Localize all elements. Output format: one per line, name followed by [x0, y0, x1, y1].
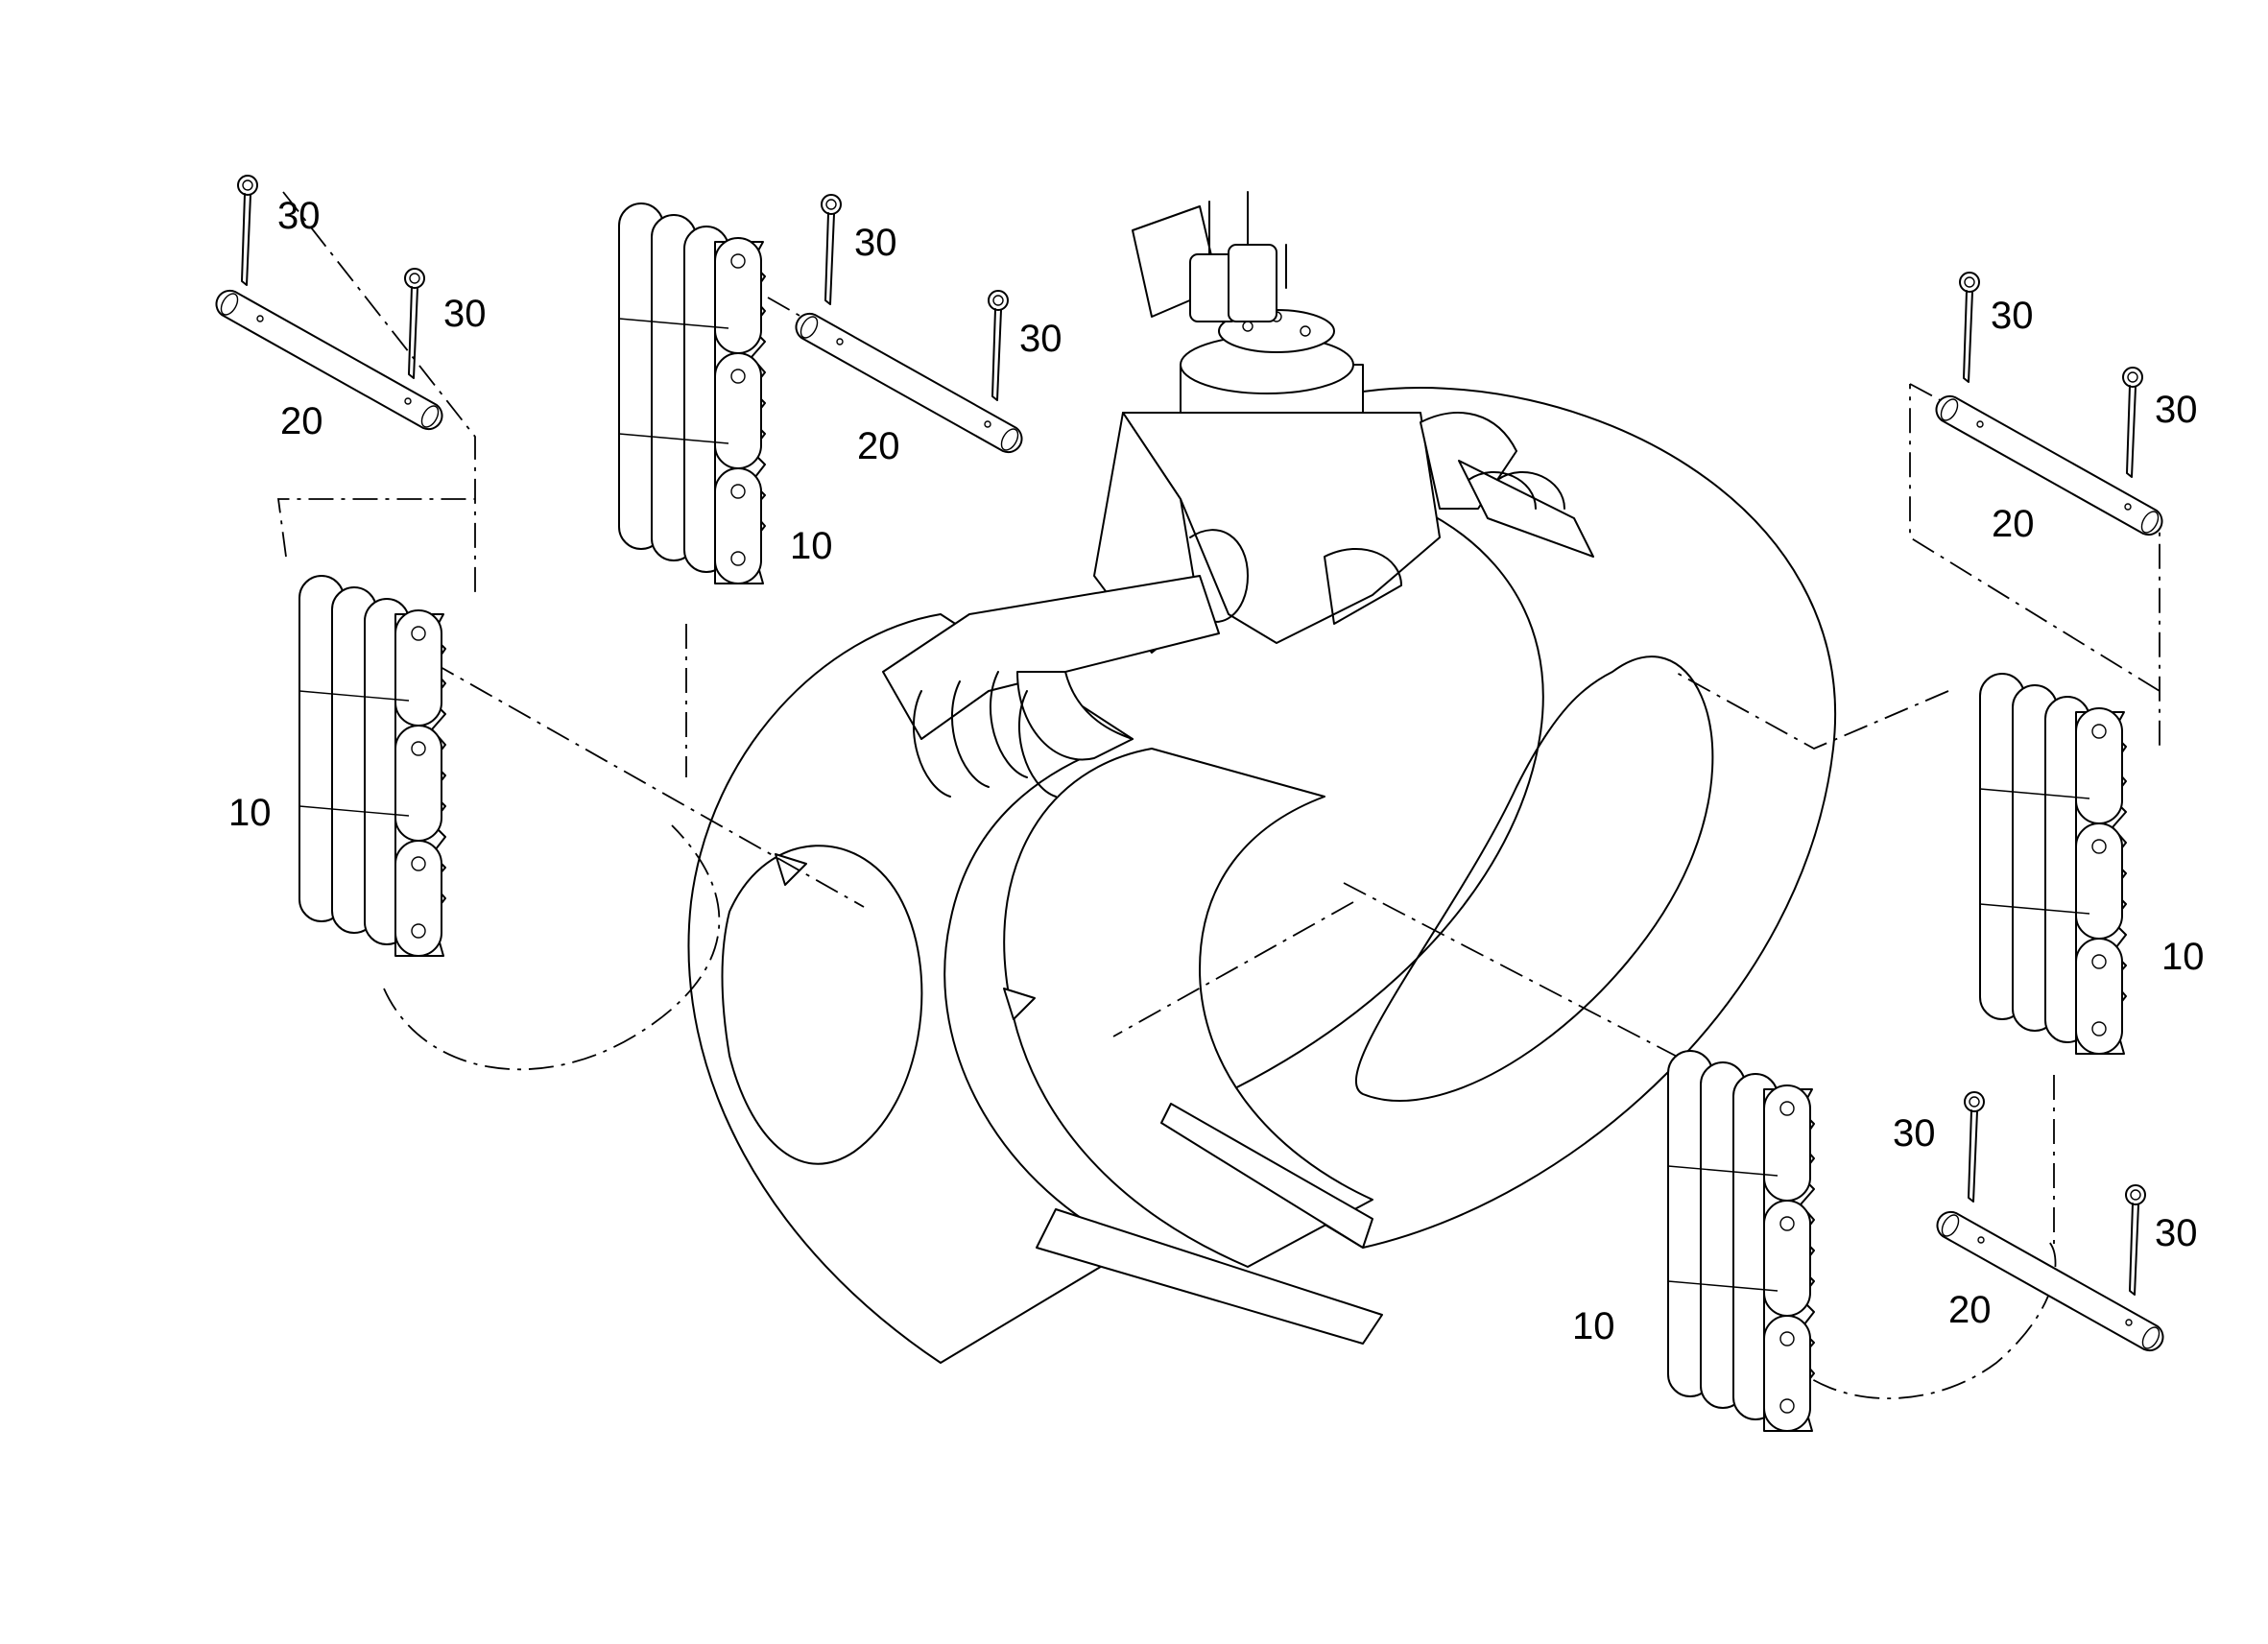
callout-20: 20: [1948, 1289, 1992, 1331]
cotter-pin-part-30-c: [821, 194, 842, 305]
callout-30: 30: [854, 222, 897, 264]
callout-20: 20: [1992, 503, 2035, 545]
cotter-pin-part-30-g: [1964, 1091, 1985, 1203]
cotter-pin-part-30-b: [404, 268, 425, 379]
cotter-pin-part-30-f: [2122, 367, 2143, 478]
pin-part-20-left: [215, 289, 443, 431]
roller-chain-part-10-left: [298, 575, 446, 957]
callout-30: 30: [277, 195, 321, 237]
callout-30: 30: [1019, 318, 1062, 360]
callout-10: 10: [228, 792, 272, 834]
grapple-body: [687, 191, 1836, 1364]
callout-10: 10: [2161, 936, 2205, 978]
callout-30: 30: [1893, 1112, 1936, 1155]
cotter-pin-part-30-d: [988, 290, 1009, 401]
callout-30: 30: [1991, 295, 2034, 337]
callout-30: 30: [2155, 389, 2198, 431]
callout-30: 30: [2155, 1212, 2198, 1254]
pin-part-20-center: [795, 312, 1023, 454]
cotter-pin-part-30-e: [1959, 272, 1980, 383]
callout-30: 30: [443, 293, 487, 335]
roller-chain-part-10-right-top: [1979, 673, 2127, 1055]
cotter-pin-part-30-a: [237, 175, 258, 286]
roller-chain-part-10-center: [618, 203, 766, 584]
callout-10: 10: [1572, 1305, 1615, 1347]
roller-chain-part-10-right-bottom: [1667, 1050, 1815, 1432]
callout-20: 20: [857, 425, 900, 467]
callout-20: 20: [280, 400, 323, 442]
cotter-pin-part-30-h: [2125, 1184, 2146, 1296]
callout-10: 10: [790, 525, 833, 567]
